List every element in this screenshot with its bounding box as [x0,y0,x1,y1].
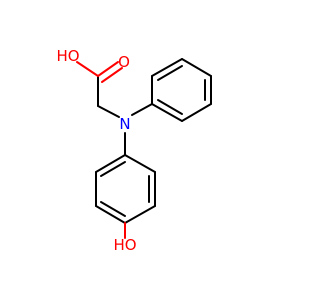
amine-nitrogen-label: N [119,115,130,133]
bond-carboxyl-c-o-double-2 [101,67,123,83]
bond-hydroxyphenyl-inner-2 [100,201,126,217]
bond-hydroxyphenyl-6 [95,154,126,173]
bond-carboxyl-c-o-double-1 [97,61,119,77]
acid-hydroxyl-label: HO [56,47,79,65]
bond-phenyl-2 [151,58,183,77]
molecule-structure: O HO N HO [56,47,212,254]
bond-n-phenyl [131,103,153,116]
bond-hydroxyphenyl-inner-3 [100,161,126,177]
structure-canvas: O HO N HO [56,47,212,254]
bond-hydroxyphenyl-3 [124,205,156,224]
bond-hydroxyphenyl-1 [124,154,156,173]
bond-phenyl-5 [181,103,212,122]
bond-phenyl-3 [181,58,212,77]
carbonyl-oxygen-label: O [118,53,130,71]
bond-hydroxyphenyl-4 [95,205,126,224]
phenol-hydroxyl-label: HO [113,236,136,254]
bond-phenyl-6 [151,103,183,122]
bond-ch2-n [97,105,120,118]
bond-phenyl-inner-3 [157,99,183,115]
bond-phenyl-inner-1 [157,65,183,81]
bond-carboxyl-c-oh [76,61,99,77]
